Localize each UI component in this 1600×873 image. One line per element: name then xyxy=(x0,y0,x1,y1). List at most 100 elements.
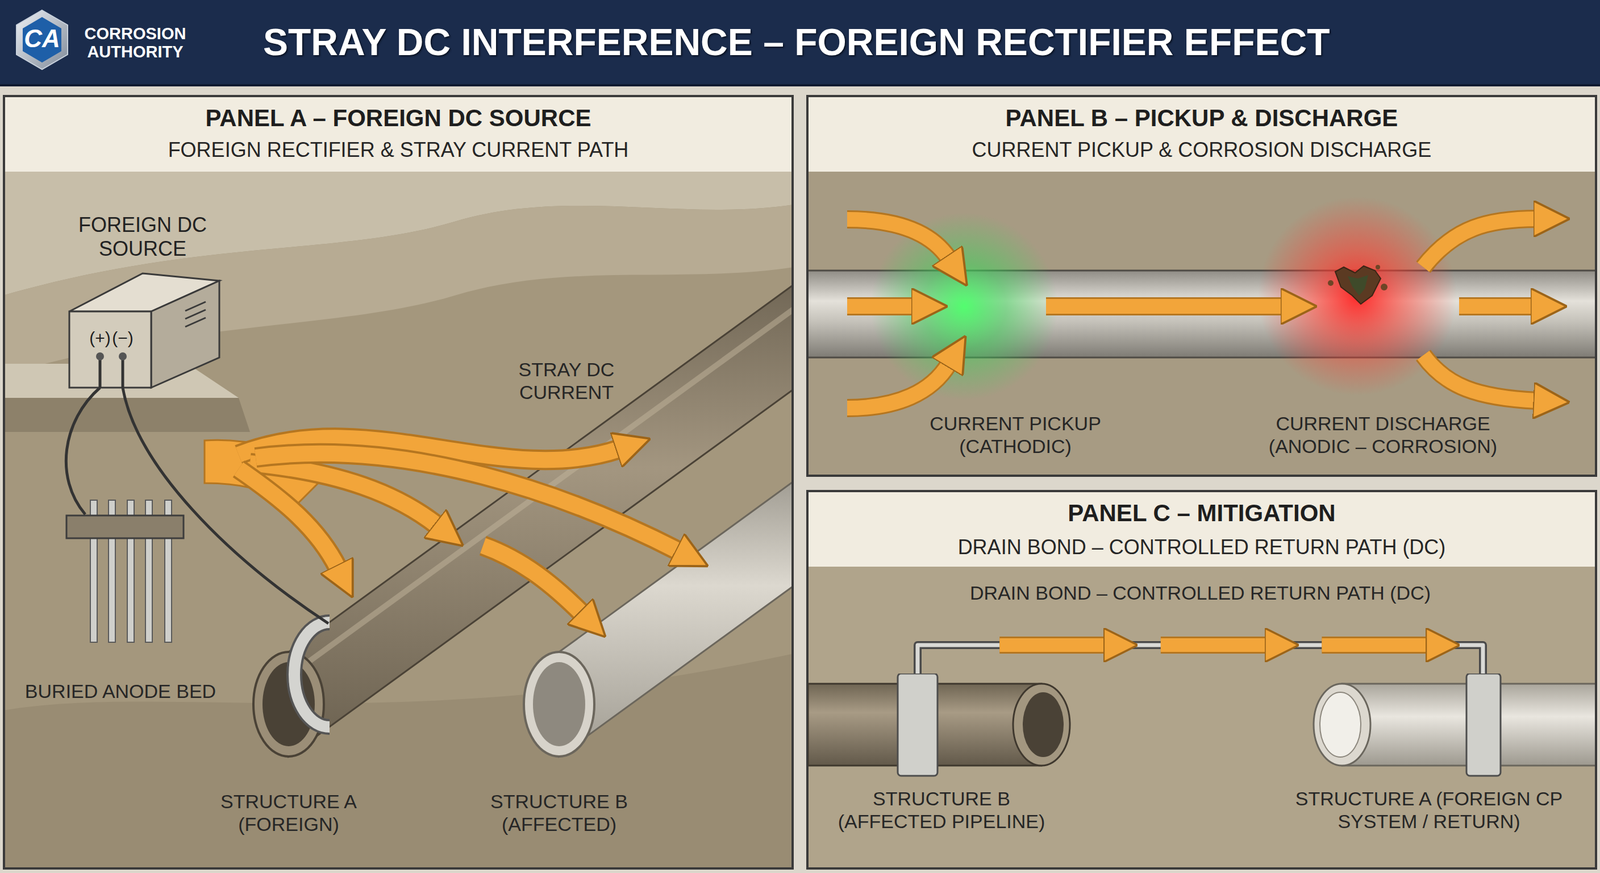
node-text: (+) xyxy=(88,327,112,348)
dc-source-box xyxy=(69,311,152,388)
current-arrows xyxy=(847,363,949,408)
panel-b-illustration xyxy=(806,171,1598,477)
pipe-label: STRUCTURE B (AFFECTED) xyxy=(479,789,639,836)
structure-a-pipe xyxy=(294,622,330,727)
panel-b-illustration xyxy=(806,171,1598,477)
panel-subtitle: DRAIN BOND – CONTROLLED RETURN PATH (DC) xyxy=(808,535,1595,560)
stray-current-arrows xyxy=(255,453,679,552)
dc-source-box xyxy=(185,301,206,311)
panel-b-illustration xyxy=(1375,264,1381,270)
drain-bond xyxy=(1160,636,1269,654)
panel-b-illustration xyxy=(1380,283,1388,291)
drain-bond xyxy=(1160,638,1269,652)
current-arrows xyxy=(1423,218,1537,268)
node-text: STRUCTURE A (FOREIGN CP SYSTEM / RETURN) xyxy=(1267,786,1591,833)
structure-a-pipe xyxy=(294,622,330,727)
current-arrows xyxy=(847,363,949,408)
zone-label: CURRENT PICKUP (CATHODIC) xyxy=(924,411,1107,458)
panel-a-illustration xyxy=(2,653,794,870)
header-bar xyxy=(0,0,1600,86)
drain-bond xyxy=(999,638,1107,652)
logo-mark: CA xyxy=(16,25,68,53)
bond-label: DRAIN BOND – CONTROLLED RETURN PATH (DC) xyxy=(944,581,1457,604)
structure-b-pipe xyxy=(523,651,595,757)
drain-bond xyxy=(1321,636,1429,654)
dc-source-box xyxy=(151,280,220,388)
panel-subtitle: CURRENT PICKUP & CORROSION DISCHARGE xyxy=(808,138,1595,162)
panel-heading: PANEL C – MITIGATION xyxy=(808,498,1595,528)
current-label: STRAY DC CURRENT xyxy=(509,357,624,404)
stray-current-arrows xyxy=(238,468,339,569)
current-arrows xyxy=(1046,297,1285,316)
current-arrows xyxy=(1459,298,1535,314)
dc-source-box xyxy=(98,356,102,388)
panel-a-illustration xyxy=(2,171,794,870)
current-arrows xyxy=(1046,298,1285,314)
pipe-node: STRUCTURE B (AFFECTED PIPELINE) xyxy=(807,673,1075,844)
current-arrows xyxy=(1423,218,1537,268)
panel-b-illustration xyxy=(806,94,1598,172)
panel-subtitle: FOREIGN RECTIFIER & STRAY CURRENT PATH xyxy=(5,138,792,162)
current-arrows xyxy=(1423,355,1537,401)
panel-frame: PANEL A – FOREIGN DC SOURCE FOREIGN RECTI… xyxy=(2,94,794,870)
current-arrows xyxy=(847,297,915,316)
node-text: (−) xyxy=(111,327,135,348)
drain-bond xyxy=(917,644,1483,674)
logo-text: CORROSION AUTHORITY xyxy=(77,25,194,62)
panel-c-illustration xyxy=(806,489,1598,870)
pipe-shape xyxy=(1313,683,1371,766)
drain-bond xyxy=(999,636,1107,654)
dc-source-box xyxy=(185,309,206,319)
dc-source-box xyxy=(118,352,127,361)
header-bar xyxy=(0,84,1600,87)
drain-bond xyxy=(917,644,1483,674)
pipe-node: STRUCTURE A (FOREIGN CP SYSTEM / RETURN) xyxy=(1262,673,1595,844)
dc-source-box xyxy=(96,352,104,361)
dc-source-box xyxy=(185,317,206,327)
panel-b-illustration xyxy=(806,94,1598,477)
current-arrows xyxy=(1459,297,1535,316)
current-arrows xyxy=(847,218,1537,408)
pipe-shape xyxy=(1013,683,1070,766)
panel-heading: PANEL B – PICKUP & DISCHARGE xyxy=(808,103,1595,133)
dc-source: FOREIGN DC SOURCE(+)(−) xyxy=(56,207,233,395)
diagram-title: STRAY DC INTERFERENCE – FOREIGN RECTIFIE… xyxy=(263,20,1582,65)
panel-b-illustration xyxy=(1347,275,1369,296)
stray-current-arrows xyxy=(255,453,679,552)
pipe-label: STRUCTURE A (FOREIGN) xyxy=(209,789,369,836)
structure-a-pipe xyxy=(253,275,794,757)
stray-current-arrows xyxy=(482,545,583,614)
panel-a-illustration xyxy=(2,94,794,172)
dc-source-box xyxy=(121,356,125,388)
header-bar xyxy=(16,10,68,70)
current-arrows xyxy=(847,298,915,314)
anode-bed xyxy=(66,515,184,539)
part-label: BURIED ANODE BED xyxy=(18,679,223,703)
panel-frame: PANEL C – MITIGATION DRAIN BOND – CONTROL… xyxy=(806,489,1598,870)
source-wires xyxy=(65,387,100,515)
structure-b-pipe xyxy=(532,661,586,747)
anode-bed xyxy=(66,500,184,643)
stray-current-arrows xyxy=(482,545,583,614)
panel-c-illustration xyxy=(806,489,1598,567)
panel-a-illustration xyxy=(2,94,807,870)
header-bar xyxy=(0,0,1600,86)
drain-bond xyxy=(1321,638,1429,652)
panel-heading: PANEL A – FOREIGN DC SOURCE xyxy=(5,103,792,133)
panel-a-illustration xyxy=(2,171,794,870)
node-text: STRUCTURE B (AFFECTED PIPELINE) xyxy=(830,786,1053,833)
pipe-shape xyxy=(1022,692,1064,757)
panel-c-illustration xyxy=(806,566,1598,870)
zone-label: CURRENT DISCHARGE (ANODIC – CORROSION) xyxy=(1257,411,1508,458)
structure-a-pipe xyxy=(288,275,794,757)
drain-bond xyxy=(917,644,1483,674)
stray-current-arrows xyxy=(238,468,339,569)
pipe-shape xyxy=(1466,673,1501,776)
stray-current-arrows xyxy=(204,437,679,614)
current-arrows xyxy=(847,219,949,259)
current-arrows xyxy=(847,219,949,259)
panel-frame: PANEL B – PICKUP & DISCHARGE CURRENT PICK… xyxy=(806,94,1598,477)
panel-b-illustration xyxy=(1335,265,1381,304)
